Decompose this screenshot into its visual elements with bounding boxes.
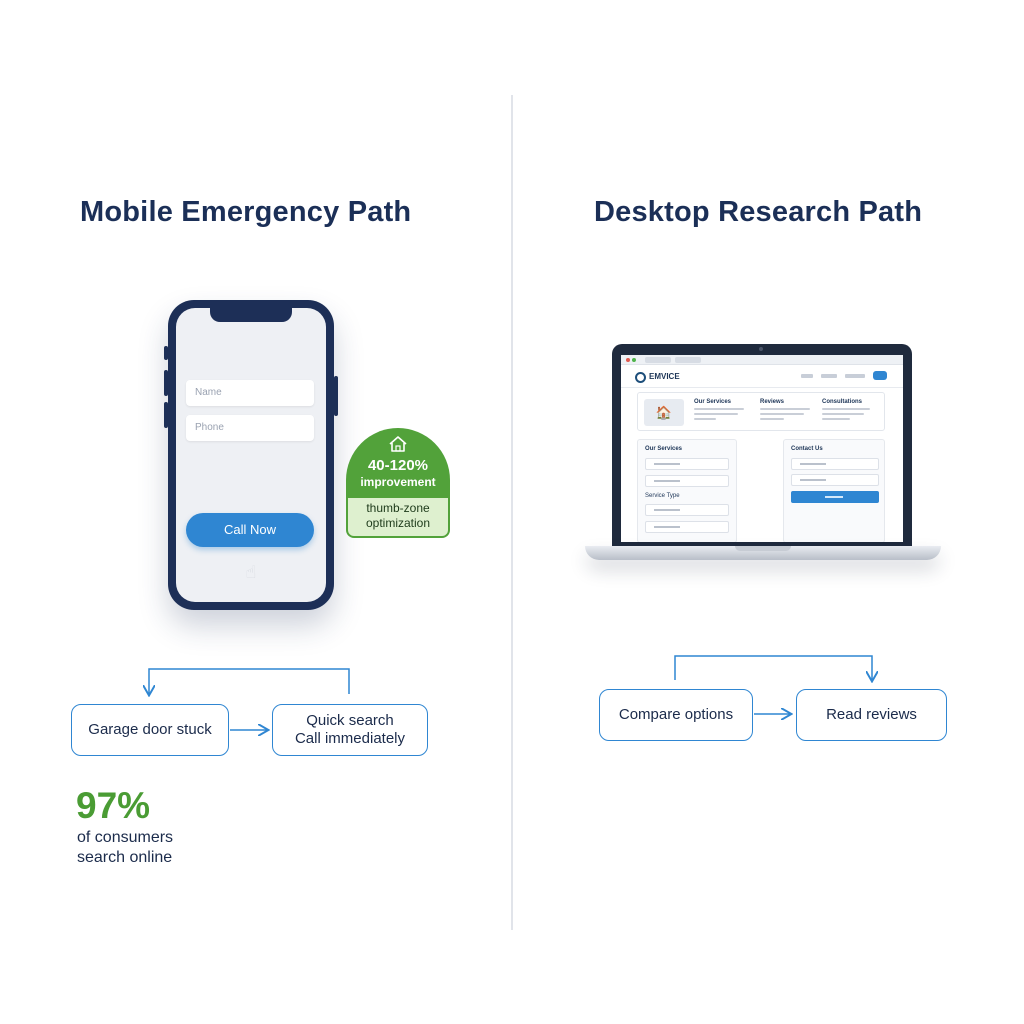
mini-input[interactable] — [791, 458, 879, 470]
browser-close-dot — [626, 358, 630, 362]
mobile-path-heading: Mobile Emergency Path — [80, 196, 412, 228]
browser-bar — [621, 355, 903, 365]
phone-side-button — [164, 370, 168, 396]
badge-label: improvement — [360, 475, 436, 489]
card-text — [760, 413, 804, 415]
card-heading: Our Services — [694, 399, 732, 405]
services-card: 🏠 Our Services Reviews Consultations — [637, 392, 885, 431]
improvement-badge: 40-120% improvement thumb-zone optimizat… — [346, 428, 450, 538]
nav-link[interactable] — [821, 374, 837, 378]
card-text — [694, 413, 738, 415]
desktop-path-heading: Desktop Research Path — [594, 196, 923, 228]
nav-cta-button[interactable] — [873, 371, 887, 380]
flow-step-text: Garage door stuck — [88, 721, 212, 738]
flow-step-compare-options: Compare options — [599, 689, 753, 741]
laptop-base — [585, 546, 941, 560]
center-divider — [511, 95, 513, 930]
card-text — [760, 418, 784, 420]
badge-percent: 40-120% — [367, 457, 429, 474]
logo-icon — [635, 372, 646, 383]
flow-step-text: Call immediately — [294, 730, 406, 747]
phone-field[interactable]: Phone — [186, 415, 314, 441]
panel-label: Service Type — [645, 493, 680, 499]
card-text — [822, 413, 864, 415]
browser-tab — [645, 357, 671, 363]
mini-input[interactable] — [645, 521, 729, 533]
card-text — [822, 418, 850, 420]
panel-title: Contact Us — [791, 446, 823, 452]
card-text — [694, 418, 716, 420]
badge-subtext: thumb-zone optimization — [346, 498, 450, 538]
badge-header: 40-120% improvement — [346, 428, 450, 498]
garage-icon: 🏠 — [644, 399, 684, 426]
badge-sub-line2: optimization — [365, 516, 431, 530]
stat-value: 97% — [76, 785, 151, 826]
services-form-panel: Our Services Service Type — [637, 439, 737, 542]
card-heading: Reviews — [760, 399, 785, 405]
stat-label: of consumers search online — [77, 828, 173, 868]
nav-link[interactable] — [801, 374, 813, 378]
stat-label-line1: of consumers — [77, 829, 174, 846]
laptop-camera — [759, 347, 763, 351]
badge-sub-line1: thumb-zone — [366, 501, 430, 515]
site-logo: EMVICE — [649, 372, 680, 381]
card-heading: Consultations — [822, 399, 862, 405]
tap-hand-icon: ☝ — [245, 562, 257, 582]
card-text — [694, 408, 744, 410]
flow-step-text: Compare options — [618, 706, 734, 723]
card-text — [822, 408, 870, 410]
phone-side-button — [164, 402, 168, 428]
flow-step-garage-stuck: Garage door stuck — [71, 704, 229, 756]
stat-label-line2: search online — [77, 849, 173, 866]
laptop-mockup: EMVICE 🏠 Our Services Reviews Consultati… — [612, 344, 912, 548]
panel-title: Our Services — [645, 446, 683, 452]
name-field[interactable]: Name — [186, 380, 314, 406]
phone-mockup: Name Phone Call Now ☝ — [164, 300, 338, 610]
phone-screen: Name Phone Call Now ☝ — [176, 308, 326, 602]
flow-step-quick-search: Quick search Call immediately — [272, 704, 428, 756]
mobile-loop-arrow — [149, 668, 350, 694]
contact-panel: Contact Us — [783, 439, 885, 542]
laptop-base-notch — [735, 546, 791, 551]
site-nav: EMVICE — [621, 366, 903, 388]
phone-side-button — [164, 346, 168, 360]
call-now-button[interactable]: Call Now — [186, 513, 314, 547]
mini-input[interactable] — [645, 504, 729, 516]
nav-link[interactable] — [845, 374, 865, 378]
flow-step-read-reviews: Read reviews — [796, 689, 947, 741]
card-text — [760, 408, 810, 410]
phone-notch — [210, 308, 292, 322]
phone-power-button — [334, 376, 338, 416]
browser-max-dot — [632, 358, 636, 362]
flow-step-text: Quick search — [306, 712, 394, 729]
mini-input[interactable] — [791, 474, 879, 486]
house-icon — [346, 434, 450, 454]
flow-step-text: Read reviews — [826, 706, 917, 723]
mini-input[interactable] — [645, 458, 729, 470]
laptop-screen: EMVICE 🏠 Our Services Reviews Consultati… — [621, 355, 903, 542]
desktop-loop-arrow — [674, 655, 872, 680]
browser-tab — [675, 357, 701, 363]
mini-input[interactable] — [645, 475, 729, 487]
mini-submit-button[interactable] — [791, 491, 879, 503]
